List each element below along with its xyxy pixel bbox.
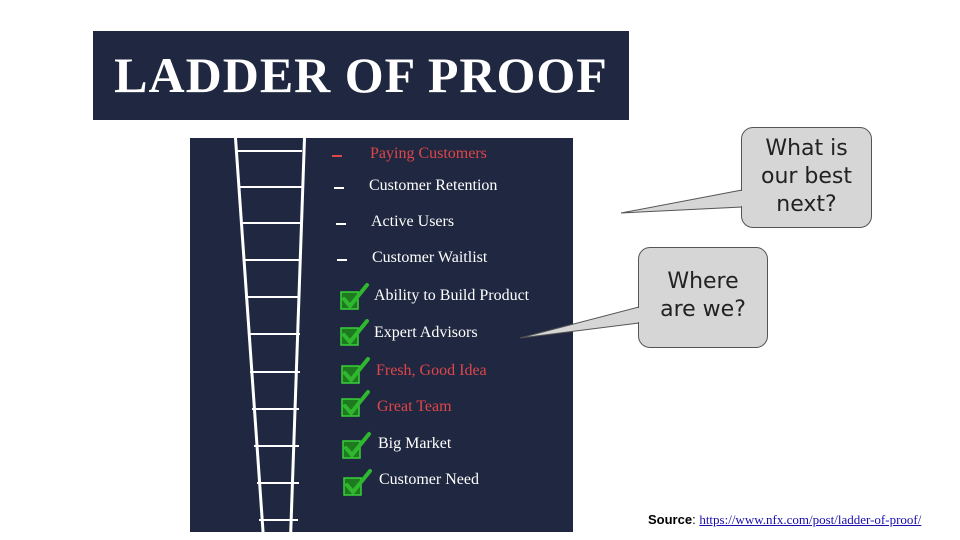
ladder-left-rail [234,138,265,532]
page-title: LADDER OF PROOF [114,47,608,103]
ladder-item-label: Fresh, Good Idea [376,362,487,379]
ladder-rung [249,371,300,373]
dash-marker [334,187,344,189]
ladder-item-label: Expert Advisors [374,324,478,341]
callout-line: What is [765,136,848,161]
ladder-panel: Paying Customers Customer Retention Acti… [190,138,573,532]
ladder-right-rail [289,138,306,532]
tail-join-best-next [740,191,744,206]
ladder-rung [236,150,302,152]
ladder-rung [245,296,301,298]
ladder-rung [252,408,300,410]
dash-marker [336,223,346,225]
ladder-item-label: Active Users [371,213,455,230]
ladder-rung [254,445,299,447]
ladder-rung [241,222,302,224]
ladder-item-label: Paying Customers [370,145,487,162]
dash-marker [332,155,342,157]
ladder-item-label: Customer Need [379,471,479,488]
source-separator: : [692,512,700,527]
check-icon [340,319,369,346]
callout-best-next: What is our best next? [741,127,872,228]
ladder-rung [258,519,299,521]
title-banner: LADDER OF PROOF [93,31,629,120]
dash-marker [337,259,347,261]
check-icon [340,283,369,310]
ladder-item-label: Big Market [378,435,452,452]
check-icon [341,390,370,417]
callout-line: our best [760,164,853,189]
ladder-item-label: Ability to Build Product [374,287,530,304]
callout-line: are we? [660,297,746,322]
check-icon [343,469,372,496]
ladder-rung [238,186,302,188]
check-icon [342,432,371,459]
callout-where-are-we: Where are we? [638,247,768,348]
check-icon [341,357,370,384]
source-citation: Source: https://www.nfx.com/post/ladder-… [648,512,921,528]
tail-join-where [637,308,641,322]
callout-line: next? [776,192,837,217]
ladder-item-label: Customer Waitlist [372,249,488,266]
callout-line: Where [667,269,739,294]
ladder-rung [243,259,301,261]
ladder-rung [247,333,301,335]
ladder-item-label: Great Team [377,398,452,415]
source-label: Source [648,512,693,527]
source-link[interactable]: https://www.nfx.com/post/ladder-of-proof… [699,512,922,527]
ladder-item-label: Customer Retention [369,177,498,194]
ladder-rung [256,482,299,484]
